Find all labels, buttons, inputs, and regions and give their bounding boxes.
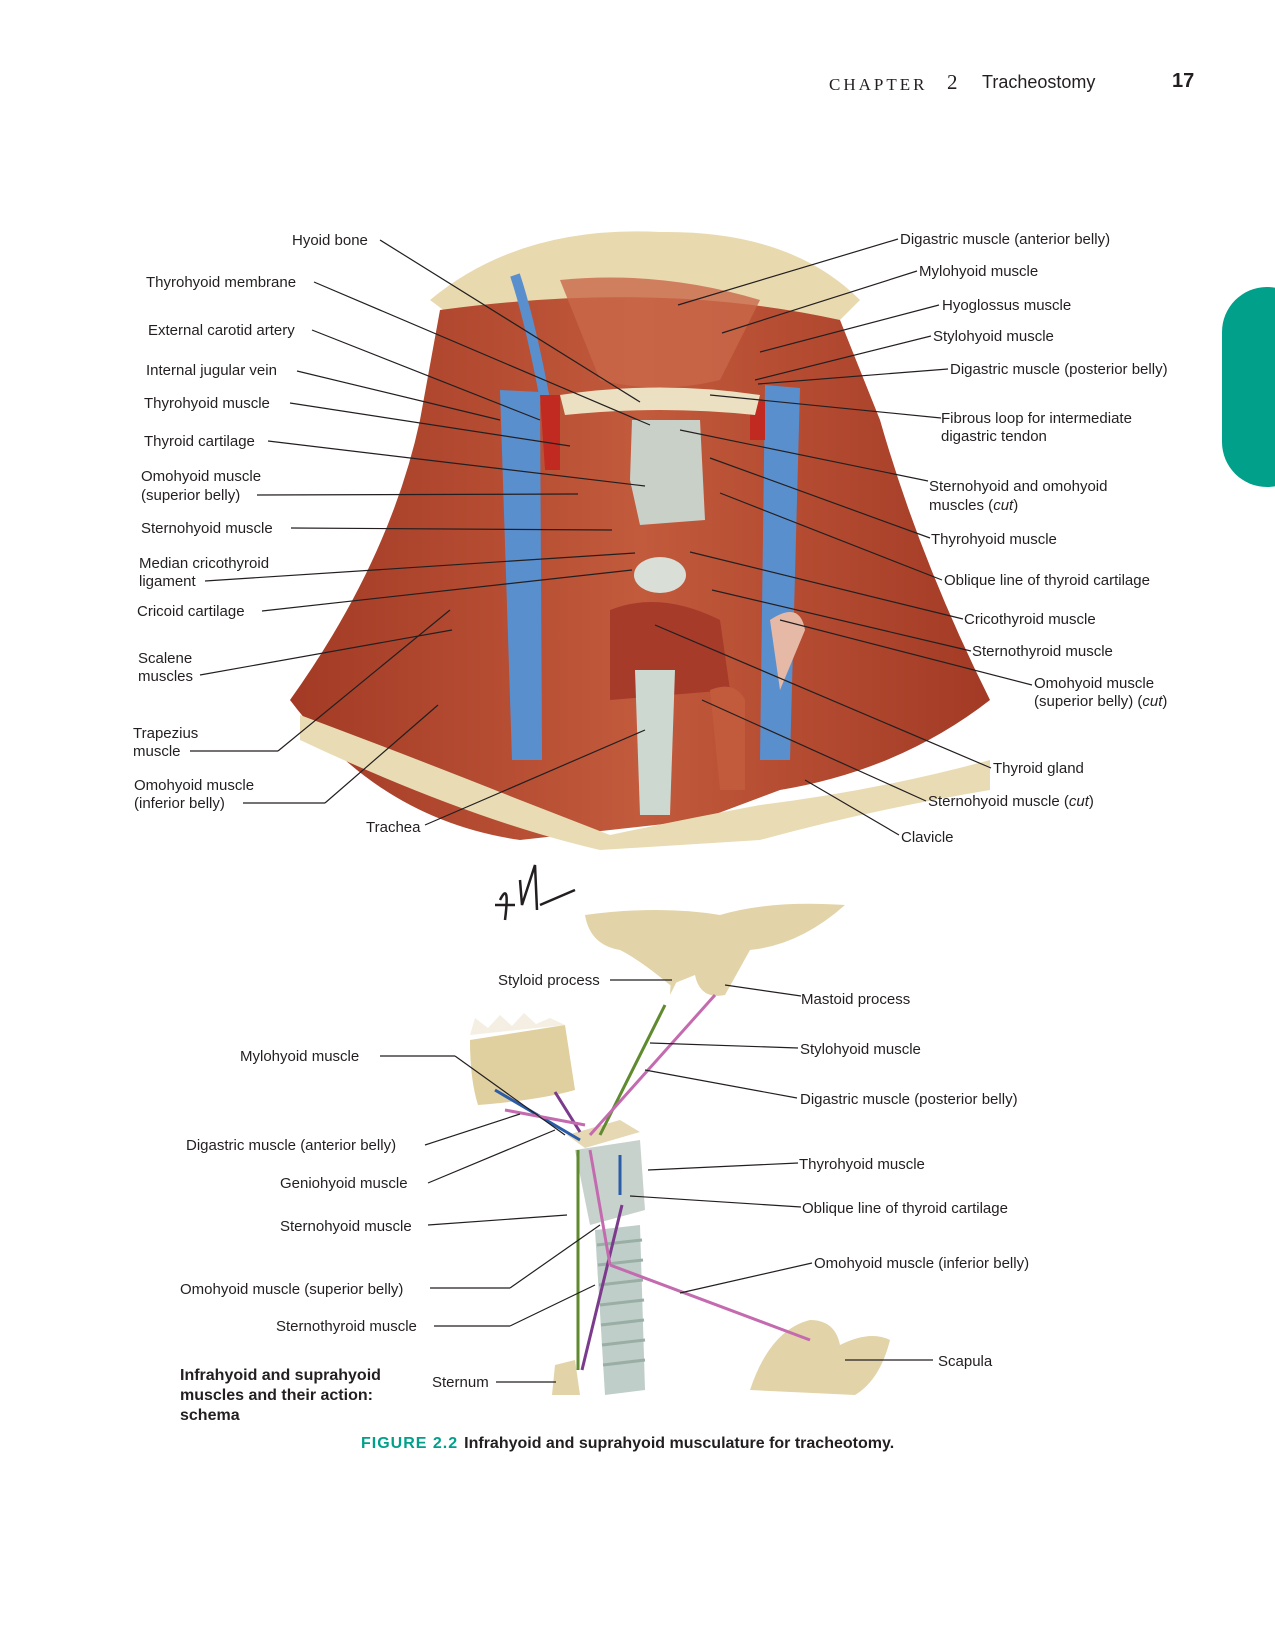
label-digastric-posterior: Digastric muscle (posterior belly) — [950, 361, 1168, 378]
styloid-process-shape — [670, 955, 690, 995]
label-mastoid-process: Mastoid process — [801, 991, 910, 1008]
label-hyoid-bone: Hyoid bone — [292, 232, 368, 249]
label-styloid-process: Styloid process — [498, 972, 600, 989]
label-oblique-line: Oblique line of thyroid cartilage — [944, 572, 1150, 589]
label-omohyoid-superior-lower: Omohyoid muscle (superior belly) — [180, 1281, 403, 1298]
label-thyrohyoid-lower: Thyrohyoid muscle — [799, 1156, 925, 1173]
larynx-schema — [575, 1140, 645, 1225]
label-mylohyoid: Mylohyoid muscle — [919, 263, 1038, 280]
schema-title: Infrahyoid and suprahyoid muscles and th… — [180, 1367, 381, 1424]
arrow-digastric-posterior — [588, 994, 717, 1136]
label-omohyoid-superior-2: (superior belly) — [141, 487, 240, 504]
internal-jugular-vein-right — [760, 385, 800, 760]
upper-labels: Hyoid bone Thyrohyoid membrane External … — [133, 231, 1168, 846]
sternohyoid-cut-right — [710, 686, 745, 790]
hyoid-schema — [567, 1120, 640, 1148]
label-omohyoid-inferior-2: (inferior belly) — [134, 795, 225, 812]
label-thyroid-gland: Thyroid gland — [993, 760, 1084, 777]
label-digastric-anterior: Digastric muscle (anterior belly) — [900, 231, 1110, 248]
trachea-shape — [635, 670, 675, 815]
chapter-word: CHAPTER — [829, 75, 928, 94]
label-hyoglossus: Hyoglossus muscle — [942, 297, 1071, 314]
carotid-left — [540, 395, 560, 470]
label-sternohyoid-omohyoid-2: muscles (cut) — [929, 497, 1018, 514]
label-omohyoid-inferior-lower: Omohyoid muscle (inferior belly) — [814, 1255, 1029, 1272]
arrow-sternothyroid — [580, 1204, 624, 1371]
artist-signature — [495, 864, 576, 921]
trachea-schema — [595, 1225, 645, 1395]
label-scalene-1: Scalene — [138, 650, 192, 667]
label-trapezius-1: Trapezius — [133, 725, 198, 742]
action-arrows — [494, 994, 811, 1371]
teeth — [470, 1013, 565, 1035]
label-median-cricothyroid-2: ligament — [139, 573, 197, 590]
thyroid-cartilage-shape — [630, 420, 705, 525]
lower-labels: Styloid process Mastoid process Mylohyoi… — [180, 972, 1029, 1391]
label-stylohyoid: Stylohyoid muscle — [933, 328, 1054, 345]
label-scapula-lower: Scapula — [938, 1353, 993, 1370]
scapula-schema — [750, 1320, 890, 1395]
arrow-mylohyoid — [553, 1091, 582, 1133]
label-sternothyroid-lower: Sternothyroid muscle — [276, 1318, 417, 1335]
label-omohyoid-cut-1: Omohyoid muscle — [1034, 675, 1154, 692]
label-digastric-posterior-lower: Digastric muscle (posterior belly) — [800, 1091, 1018, 1108]
running-header: CHAPTER 2 Tracheostomy 17 — [0, 70, 1275, 100]
label-trapezius-2: muscle — [133, 743, 181, 760]
label-sternum-lower: Sternum — [432, 1374, 489, 1391]
upper-leader-lines — [190, 238, 1033, 836]
label-oblique-line-lower: Oblique line of thyroid cartilage — [802, 1200, 1008, 1217]
label-clavicle: Clavicle — [901, 829, 954, 846]
mandible-fragment — [470, 1025, 575, 1105]
chapter-number: 2 — [947, 70, 958, 94]
omohyoid-cut-right — [770, 612, 805, 690]
page-number: 17 — [1172, 70, 1195, 92]
external-jugular-left — [510, 273, 550, 401]
label-fibrous-loop-1: Fibrous loop for intermediate — [941, 410, 1132, 427]
tracheal-rings — [596, 1238, 646, 1367]
skull-base-bone — [585, 903, 845, 996]
chapter-title: Tracheostomy — [982, 72, 1096, 92]
figure-caption-text: Infrahyoid and suprahyoid musculature fo… — [464, 1435, 895, 1452]
label-digastric-anterior-lower: Digastric muscle (anterior belly) — [186, 1137, 396, 1154]
figure-label: FIGURE 2.2 — [361, 1435, 459, 1452]
internal-jugular-vein-left — [500, 390, 542, 760]
arrow-stylohyoid — [598, 1004, 667, 1136]
label-thyroid-cartilage: Thyroid cartilage — [144, 433, 255, 450]
lower-leader-lines — [380, 979, 933, 1383]
label-sternothyroid: Sternothyroid muscle — [972, 643, 1113, 660]
label-internal-jugular-vein: Internal jugular vein — [146, 362, 277, 379]
label-sternohyoid-lower: Sternohyoid muscle — [280, 1218, 412, 1235]
figure-caption: FIGURE 2.2 Infrahyoid and suprahyoid musc… — [361, 1435, 894, 1453]
cricoid-cartilage-shape — [634, 557, 686, 593]
sternum-schema — [552, 1360, 580, 1395]
label-thyrohyoid-muscle-right: Thyrohyoid muscle — [931, 531, 1057, 548]
arrow-omohyoid — [588, 1149, 612, 1266]
label-sternohyoid-omohyoid-1: Sternohyoid and omohyoid — [929, 478, 1107, 495]
label-thyrohyoid-membrane: Thyrohyoid membrane — [146, 274, 296, 291]
chapter-thumb-tab — [1222, 287, 1275, 487]
label-thyrohyoid-muscle-left: Thyrohyoid muscle — [144, 395, 270, 412]
label-median-cricothyroid-1: Median cricothyroid — [139, 555, 269, 572]
label-cricoid-cartilage: Cricoid cartilage — [137, 603, 245, 620]
label-external-carotid-artery: External carotid artery — [148, 322, 295, 339]
label-omohyoid-superior-1: Omohyoid muscle — [141, 468, 261, 485]
clavicle-bone — [300, 715, 990, 850]
label-scalene-2: muscles — [138, 668, 193, 685]
label-sternohyoid-muscle: Sternohyoid muscle — [141, 520, 273, 537]
label-sternohyoid-cut: Sternohyoid muscle (cut) — [928, 793, 1094, 810]
label-trachea: Trachea — [366, 819, 421, 836]
arrow-geniohyoid — [504, 1108, 586, 1127]
label-cricothyroid: Cricothyroid muscle — [964, 611, 1096, 628]
label-omohyoid-cut-2: (superior belly) (cut) — [1034, 693, 1167, 710]
neck-illustration — [290, 231, 990, 850]
mylohyoid-region — [560, 277, 760, 388]
arrow-omohyoid-inferior — [609, 1263, 811, 1342]
label-omohyoid-inferior-1: Omohyoid muscle — [134, 777, 254, 794]
label-geniohyoid-lower: Geniohyoid muscle — [280, 1175, 408, 1192]
label-stylohyoid-lower: Stylohyoid muscle — [800, 1041, 921, 1058]
label-fibrous-loop-2: digastric tendon — [941, 428, 1047, 445]
label-mylohyoid-lower: Mylohyoid muscle — [240, 1048, 359, 1065]
